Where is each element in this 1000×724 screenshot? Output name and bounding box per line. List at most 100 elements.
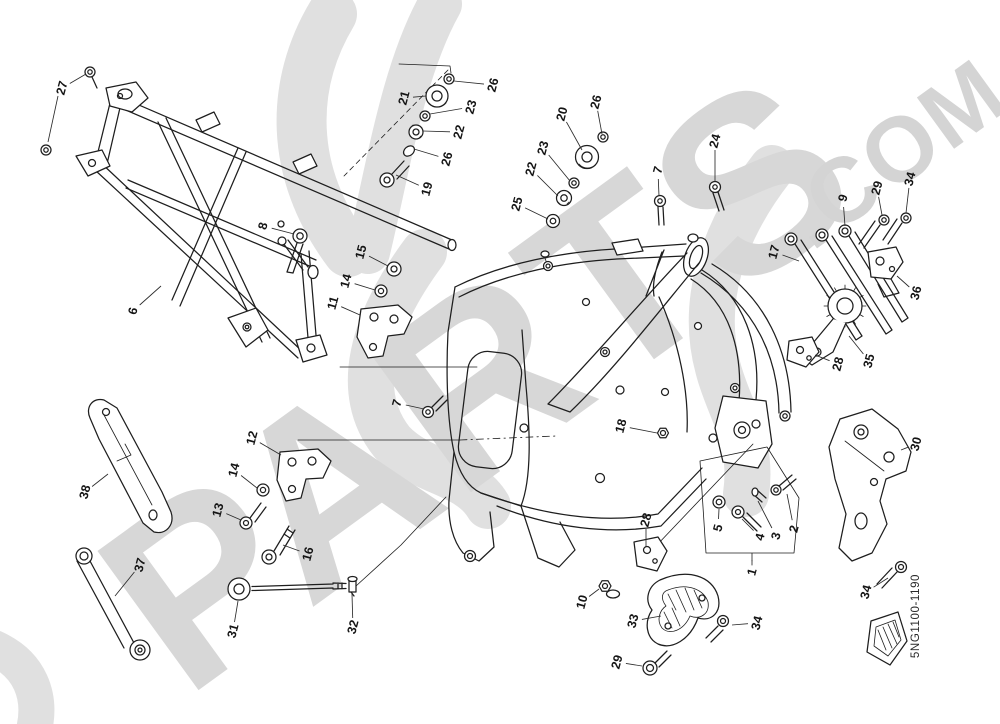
part-label-20: 20: [553, 105, 570, 122]
leader-line-28: [814, 354, 830, 362]
watermark-swoosh: [276, 0, 373, 277]
part-label-18: 18: [612, 417, 629, 434]
part-label-8: 8: [255, 221, 270, 231]
leader-line-8: [271, 227, 295, 235]
part-label-22: 22: [450, 123, 467, 140]
part-label-34: 34: [901, 170, 918, 187]
part-label-32: 32: [344, 618, 361, 635]
part-label-31: 31: [224, 622, 241, 639]
leader-line-17: [782, 254, 800, 262]
frame-hardware: [519, 250, 761, 484]
bolt-24: [708, 180, 725, 212]
leader-line-7: [657, 178, 660, 197]
leader-line-29: [625, 662, 643, 667]
washer-14: [256, 483, 270, 497]
leader-line-37: [114, 571, 135, 597]
leader-line-26: [413, 148, 439, 157]
part-label-19: 19: [418, 180, 435, 197]
bracket-28-upper: [786, 336, 820, 368]
nut-15: [386, 261, 402, 277]
leader-line-22: [422, 130, 451, 133]
washer-5: [712, 495, 726, 509]
part-label-7: 7: [389, 398, 404, 408]
bolt-19: [379, 172, 395, 188]
part-label-11: 11: [325, 295, 342, 311]
part-label-16: 16: [299, 545, 316, 562]
collar-22: [555, 189, 573, 207]
part-label-17: 17: [765, 243, 782, 260]
part-label-28: 28: [829, 355, 846, 372]
leader-line-25: [524, 207, 549, 220]
leader-line-20: [566, 121, 583, 151]
washer-26: [443, 73, 455, 85]
part-label-29: 29: [868, 179, 885, 196]
washer-25: [545, 213, 561, 229]
pin-32: [347, 496, 447, 597]
bolt-4: [731, 505, 745, 519]
part-label-13: 13: [209, 501, 226, 518]
bracket-12: [276, 448, 332, 502]
leader-line-14: [354, 283, 376, 291]
part-label-23: 23: [462, 98, 479, 115]
leader-line-4: [741, 518, 754, 531]
bolt-34-lower-right: [876, 560, 908, 589]
part-label-37: 37: [131, 556, 148, 573]
leader-line-13: [226, 513, 242, 521]
leader-line-33: [641, 615, 662, 620]
leader-line-21: [412, 95, 427, 98]
damper-20: [574, 144, 600, 170]
leader-line-3: [757, 500, 773, 529]
part-label-7: 7: [650, 165, 665, 175]
pivot-plate: [714, 395, 773, 469]
bolt-13: [239, 516, 253, 530]
washer-26: [597, 131, 609, 143]
main-frame: [446, 233, 792, 568]
part-label-21: 21: [395, 89, 412, 106]
part-label-33: 33: [624, 612, 641, 629]
part-label-27: 27: [53, 79, 70, 96]
leader-line-5: [718, 508, 720, 520]
part-label-24: 24: [706, 132, 723, 149]
part-label-6: 6: [125, 306, 140, 316]
rod-31: [227, 577, 347, 601]
part-label-10: 10: [573, 593, 590, 610]
bolt-2: [770, 484, 782, 496]
bolt-29-upper: [858, 214, 890, 249]
part-label-9: 9: [835, 193, 850, 203]
leader-line-9: [843, 206, 846, 227]
bracket-bar-38: [87, 398, 173, 534]
part-labels: 2768262123222619262023222572417929343635…: [47, 73, 925, 671]
leader-line-34: [873, 577, 889, 588]
bracket-28-lower: [633, 443, 754, 572]
leader-line-19: [395, 174, 419, 186]
part-label-25: 25: [508, 195, 525, 212]
bolt-29-lower: [642, 650, 672, 676]
watermark-text-parts: PARTS: [52, 18, 903, 724]
part-label-35: 35: [860, 352, 877, 369]
washer-23: [419, 110, 431, 122]
hardware-group-box: [699, 446, 800, 562]
washer-26: [402, 145, 416, 157]
collar-22: [408, 124, 424, 140]
nut-18: [656, 427, 670, 439]
leader-line-11: [341, 306, 361, 316]
leader-line-26: [453, 80, 485, 85]
part-label-29: 29: [608, 653, 625, 670]
leader-line-27-b: [47, 95, 59, 143]
leader-line-38: [91, 473, 109, 487]
leader-line-7: [405, 404, 425, 410]
bracket-12-set: [239, 236, 557, 565]
leader-line-23: [429, 108, 463, 115]
part-label-1: 1: [744, 567, 759, 577]
part-label-14: 14: [337, 272, 354, 289]
part-label-28: 28: [637, 511, 654, 528]
leader-line-10: [588, 588, 600, 597]
part-label-26: 26: [587, 93, 604, 110]
part-label-26: 26: [438, 150, 455, 167]
leader-line-35: [848, 335, 864, 355]
leader-line-27: [69, 73, 87, 84]
leader-line-32: [351, 593, 354, 619]
